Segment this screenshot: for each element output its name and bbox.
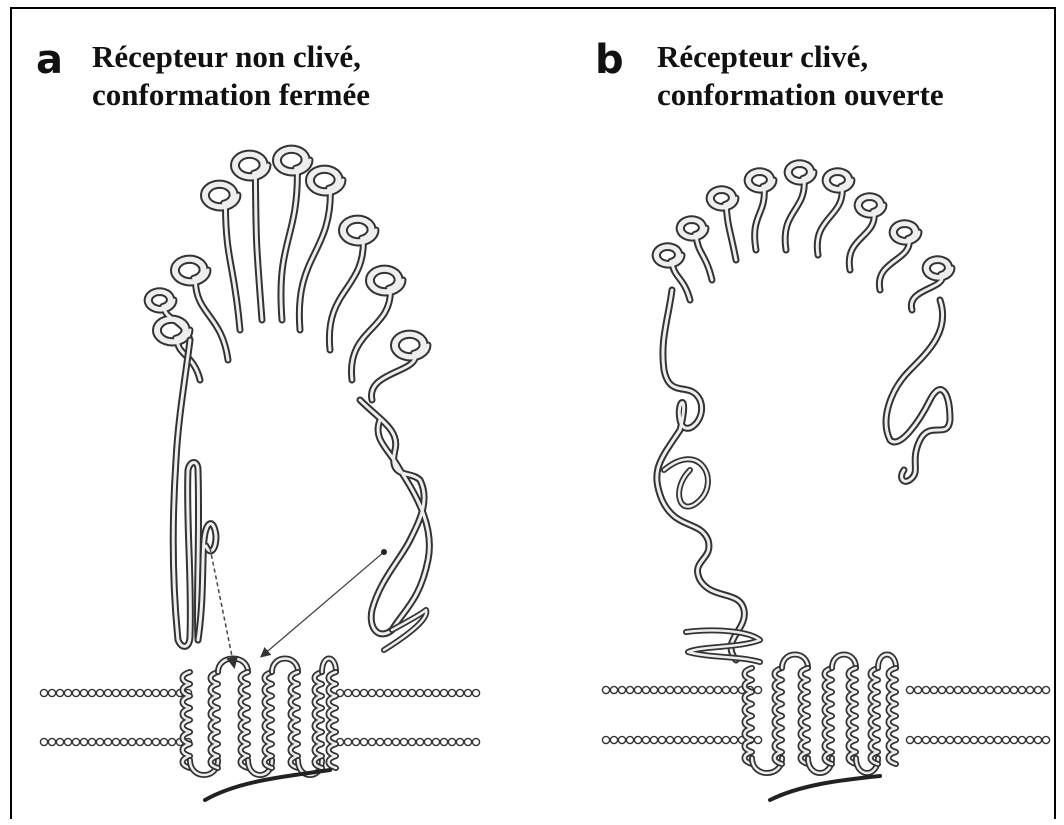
- panel-a-dashed-arrow: [210, 548, 234, 666]
- panel-a-membrane: [40, 689, 479, 745]
- panel-b-receptor: [602, 163, 1049, 800]
- panel-a-left-stalk: [173, 340, 216, 646]
- panel-a-transmembrane-helices: [183, 659, 337, 776]
- panel-b-transmembrane-helices: [745, 655, 897, 774]
- panel-a-right-tangle: [360, 400, 429, 650]
- panel-b-left-stalk: [657, 290, 760, 662]
- panel-a-solid-arrow: [262, 552, 384, 656]
- panel-a-receptor: [40, 148, 479, 800]
- panel-b-right-free-end: [886, 300, 950, 481]
- panel-b-c-terminal-tail: [770, 776, 880, 800]
